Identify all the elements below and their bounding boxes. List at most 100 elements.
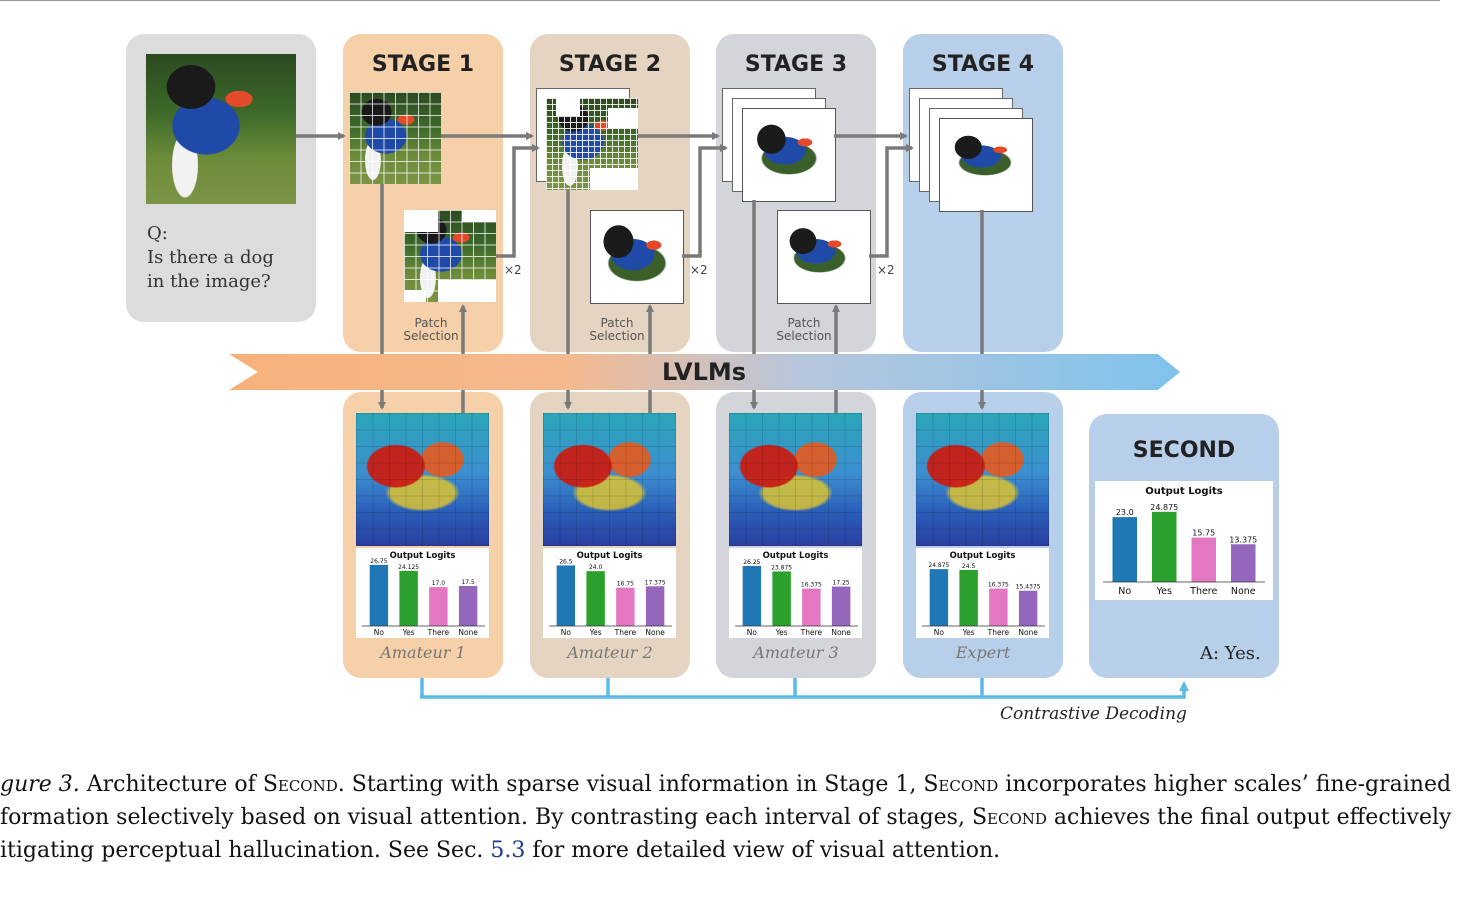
patch-label-line2: Selection bbox=[403, 329, 459, 343]
stage3-title: STAGE 3 bbox=[744, 52, 848, 77]
category-label: None bbox=[645, 628, 665, 637]
caption-text: Architecture of bbox=[79, 772, 263, 797]
input-dog-image bbox=[146, 54, 296, 204]
bar-value-label: 13.375 bbox=[1229, 535, 1257, 544]
question-line-2: in the image? bbox=[147, 271, 271, 292]
bar-value-label: 16.375 bbox=[988, 582, 1009, 589]
section-reference-link[interactable]: 5.3 bbox=[490, 838, 526, 863]
stage3-selected-patches bbox=[777, 210, 871, 304]
bar-value-label: 23.875 bbox=[771, 564, 792, 571]
bar-none bbox=[645, 586, 665, 626]
stage1-title: STAGE 1 bbox=[371, 52, 475, 77]
caption-method-name: Second bbox=[971, 805, 1047, 830]
category-label: No bbox=[1118, 586, 1131, 597]
bar-none bbox=[1231, 544, 1256, 582]
stage4-logits-chart: Output Logits24.875No24.5Yes16.375There1… bbox=[922, 551, 1045, 637]
category-label: Yes bbox=[1156, 586, 1172, 597]
caption-line-3: itigating perceptual hallucination. See … bbox=[0, 834, 1451, 867]
question-text: Q: Is there a dog in the image? bbox=[147, 222, 274, 294]
bar-value-label: 24.875 bbox=[1150, 503, 1178, 512]
patch-label-line2: Selection bbox=[589, 329, 645, 343]
stage1-selected-patches bbox=[404, 210, 496, 302]
bar-value-label: 17.0 bbox=[432, 580, 446, 587]
bar-value-label: 24.5 bbox=[962, 563, 976, 570]
bar-value-label: 24.875 bbox=[928, 562, 949, 569]
stage2-attention-heatmap bbox=[543, 413, 676, 546]
stage3-role-label: Amateur 3 bbox=[753, 643, 839, 662]
category-label: There bbox=[800, 628, 823, 637]
category-label: Yes bbox=[402, 628, 415, 637]
category-label: None bbox=[831, 628, 851, 637]
bar-value-label: 23.0 bbox=[1116, 508, 1134, 517]
caption-text: itigating perceptual hallucination. See … bbox=[0, 838, 491, 863]
category-label: No bbox=[374, 628, 385, 637]
lvlm-label: LVLMs bbox=[662, 358, 747, 386]
second-answer: A: Yes. bbox=[1200, 643, 1261, 664]
stage1-grid-image bbox=[349, 92, 441, 184]
stage2-patch-selection-label: Patch Selection bbox=[577, 317, 657, 343]
bar-yes bbox=[772, 571, 791, 626]
category-label: Yes bbox=[589, 628, 602, 637]
bar-yes bbox=[399, 570, 418, 626]
category-label: None bbox=[1231, 586, 1256, 597]
bar-value-label: 17.25 bbox=[833, 580, 850, 587]
bar-value-label: 16.375 bbox=[801, 582, 822, 589]
figure-caption: gure 3. Architecture of Second. Starting… bbox=[0, 768, 1451, 867]
bar-none bbox=[458, 586, 478, 626]
caption-text: formation selectively based on visual at… bbox=[0, 805, 972, 830]
question-prefix: Q: bbox=[147, 223, 168, 244]
caption-line-1: gure 3. Architecture of Second. Starting… bbox=[0, 768, 1451, 801]
bar-none bbox=[831, 586, 851, 626]
patch-label-line2: Selection bbox=[776, 329, 832, 343]
question-line-1: Is there a dog bbox=[147, 247, 274, 268]
chart-title: Output Logits bbox=[577, 551, 643, 561]
chart-title: Output Logits bbox=[950, 551, 1016, 561]
stage2-selected-patches bbox=[590, 210, 684, 304]
bar-value-label: 26.75 bbox=[370, 558, 387, 565]
stage2-multiplier: ×2 bbox=[690, 263, 708, 277]
stage2-role-label: Amateur 2 bbox=[567, 643, 653, 662]
chart-title: Output Logits bbox=[763, 551, 829, 561]
second-logits-chart: Output Logits23.0No24.875Yes15.75There13… bbox=[1103, 486, 1265, 597]
bar-no bbox=[369, 564, 389, 626]
bar-no bbox=[1112, 517, 1137, 582]
chart-title: Output Logits bbox=[1145, 486, 1223, 497]
category-label: No bbox=[934, 628, 945, 637]
patch-label-line1: Patch bbox=[414, 316, 448, 330]
patch-label-line1: Patch bbox=[600, 316, 634, 330]
category-label: There bbox=[987, 628, 1010, 637]
stage1-attention-heatmap bbox=[356, 413, 489, 546]
chart-title: Output Logits bbox=[390, 551, 456, 561]
stage1-logits-chart: Output Logits26.75No24.125Yes17.0There17… bbox=[362, 551, 485, 637]
stage2-title: STAGE 2 bbox=[558, 52, 662, 77]
bar-value-label: 15.4375 bbox=[1016, 584, 1041, 591]
stage2-logits-chart: Output Logits26.5No24.0Yes16.75There17.3… bbox=[549, 551, 672, 637]
caption-text: . Starting with sparse visual informatio… bbox=[337, 772, 924, 797]
category-label: There bbox=[427, 628, 450, 637]
stage4-role-label: Expert bbox=[955, 643, 1011, 662]
category-label: Yes bbox=[775, 628, 788, 637]
stage1-role-label: Amateur 1 bbox=[380, 643, 466, 662]
bar-no bbox=[556, 565, 576, 626]
bar-there bbox=[1191, 537, 1216, 582]
stage1-patch-selection-label: Patch Selection bbox=[391, 317, 471, 343]
caption-text: incorporates higher scales’ fine-grained bbox=[998, 772, 1452, 797]
stage4-grid-image bbox=[939, 118, 1033, 212]
category-label: None bbox=[458, 628, 478, 637]
top-rule bbox=[0, 0, 1440, 1]
bar-no bbox=[742, 566, 762, 626]
bar-yes bbox=[586, 571, 605, 626]
stage2-grid-image bbox=[546, 98, 638, 190]
bar-value-label: 15.75 bbox=[1192, 529, 1215, 538]
stage3-logits-chart: Output Logits26.25No23.875Yes16.375There… bbox=[735, 551, 858, 637]
caption-fig-label: gure 3. bbox=[0, 772, 80, 797]
caption-method-name: Second bbox=[262, 772, 338, 797]
bar-value-label: 24.125 bbox=[398, 564, 419, 571]
patch-label-line1: Patch bbox=[787, 316, 821, 330]
bar-yes bbox=[1152, 511, 1177, 582]
